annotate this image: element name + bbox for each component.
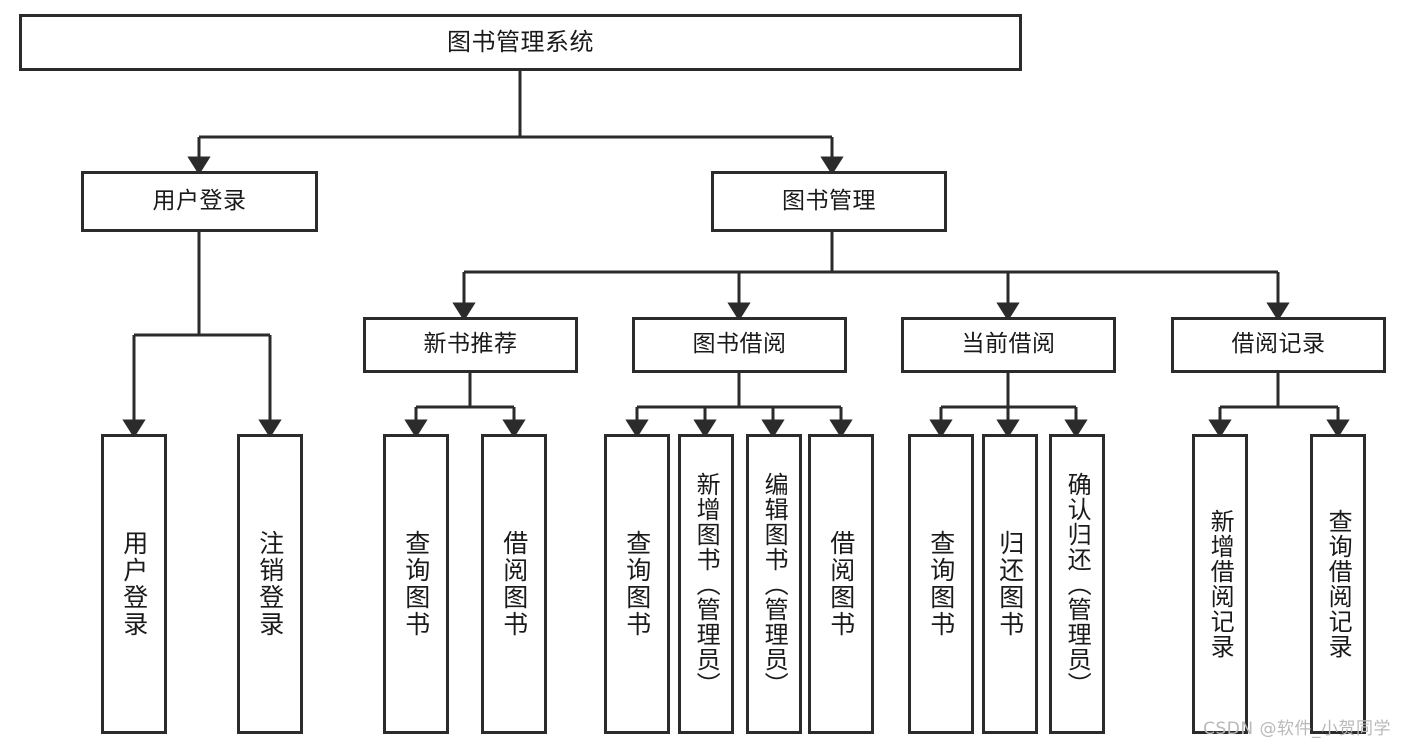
node-current-borrow-label: 当前借阅 — [961, 331, 1056, 358]
node-leaf-add-book-label: 新增图书（管理员） — [692, 471, 721, 697]
node-borrow-record-label: 借阅记录 — [1231, 331, 1326, 358]
node-leaf-return-book-label: 归还图书 — [995, 530, 1025, 638]
node-leaf-borrow-book-rec[interactable]: 借阅图书 — [481, 434, 547, 734]
node-leaf-query-book-borrow-label: 查询图书 — [622, 530, 652, 638]
node-leaf-user-login-label: 用户登录 — [119, 530, 149, 638]
node-new-book-recommend-label: 新书推荐 — [423, 331, 518, 358]
node-book-management[interactable]: 图书管理 — [711, 171, 947, 232]
node-leaf-query-borrow-record-label: 查询借阅记录 — [1324, 509, 1353, 659]
node-new-book-recommend[interactable]: 新书推荐 — [363, 317, 578, 373]
node-leaf-query-borrow-record[interactable]: 查询借阅记录 — [1310, 434, 1366, 734]
node-book-borrow[interactable]: 图书借阅 — [632, 317, 847, 373]
node-user-login[interactable]: 用户登录 — [81, 171, 318, 232]
node-borrow-record[interactable]: 借阅记录 — [1171, 317, 1386, 373]
node-leaf-query-book-current-label: 查询图书 — [926, 530, 956, 638]
node-leaf-borrow-book[interactable]: 借阅图书 — [808, 434, 874, 734]
node-leaf-query-book-rec[interactable]: 查询图书 — [383, 434, 449, 734]
node-leaf-user-logout-label: 注销登录 — [255, 530, 285, 638]
node-book-management-label: 图书管理 — [782, 187, 876, 214]
node-leaf-query-book-borrow[interactable]: 查询图书 — [604, 434, 670, 734]
node-book-borrow-label: 图书借阅 — [692, 331, 787, 358]
node-root-label: 图书管理系统 — [447, 28, 594, 57]
node-leaf-edit-book[interactable]: 编辑图书（管理员） — [746, 434, 802, 734]
node-leaf-query-book-rec-label: 查询图书 — [401, 530, 431, 638]
node-root-book-management-system[interactable]: 图书管理系统 — [19, 14, 1022, 71]
node-user-login-label: 用户登录 — [152, 187, 247, 214]
node-leaf-edit-book-label: 编辑图书（管理员） — [760, 471, 789, 697]
node-leaf-confirm-return-label: 确认归还（管理员） — [1063, 471, 1092, 697]
node-leaf-confirm-return[interactable]: 确认归还（管理员） — [1049, 434, 1105, 734]
node-leaf-borrow-book-label: 借阅图书 — [826, 530, 856, 638]
node-leaf-borrow-book-rec-label: 借阅图书 — [499, 530, 529, 638]
csdn-watermark: CSDN @软件_小贺同学 — [1203, 719, 1391, 739]
node-leaf-add-borrow-record[interactable]: 新增借阅记录 — [1192, 434, 1248, 734]
node-leaf-add-borrow-record-label: 新增借阅记录 — [1206, 509, 1235, 659]
node-leaf-user-logout[interactable]: 注销登录 — [237, 434, 303, 734]
node-current-borrow[interactable]: 当前借阅 — [901, 317, 1116, 373]
node-leaf-return-book[interactable]: 归还图书 — [982, 434, 1038, 734]
node-leaf-add-book[interactable]: 新增图书（管理员） — [678, 434, 734, 734]
node-leaf-query-book-current[interactable]: 查询图书 — [908, 434, 974, 734]
node-leaf-user-login[interactable]: 用户登录 — [101, 434, 167, 734]
